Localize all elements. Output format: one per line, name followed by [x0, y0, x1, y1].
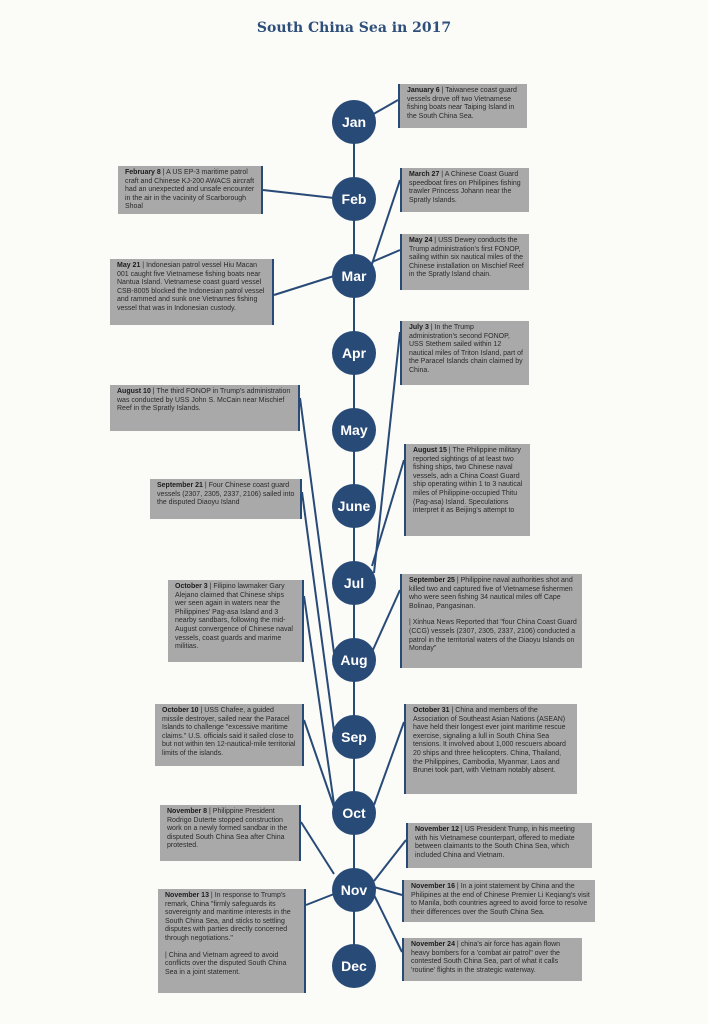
connector-line	[303, 719, 335, 808]
event-box: March 27 | A Chinese Coast Guard speedbo…	[400, 168, 529, 212]
event-text: In response to Trump's remark, China "fi…	[165, 892, 291, 942]
event-date: November 8	[167, 808, 208, 815]
event-text: In the Trump administration's second FON…	[409, 324, 523, 374]
month-node: Sep	[332, 715, 376, 759]
connector-line	[369, 99, 399, 117]
event-text: Filipino lawmaker Gary Alejano claimed t…	[175, 583, 293, 651]
event-date: May 21	[117, 262, 141, 269]
connector-line	[301, 491, 335, 732]
month-node: June	[332, 484, 376, 528]
connector-line	[373, 839, 407, 882]
connector-line	[373, 721, 405, 806]
event-text: A Chinese Coast Guard speedboat fires on…	[409, 171, 521, 204]
event-box: May 24 | USS Dewey conducts the Trump ad…	[400, 234, 529, 290]
event-extra-text: | China and Vietnam agreed to avoid conf…	[165, 951, 287, 976]
event-date: August 10	[117, 388, 151, 395]
event-text: Indonesian patrol vessel Hiu Macan 001 c…	[117, 262, 265, 312]
event-date: September 25	[409, 577, 455, 584]
month-node: Feb	[332, 177, 376, 221]
event-text: Philippine naval authorities shot and ki…	[409, 577, 573, 610]
event-box: October 31 | China and members of the As…	[404, 704, 577, 794]
month-node: Apr	[332, 331, 376, 375]
page-title: South China Sea in 2017	[256, 20, 452, 36]
event-box: October 10 | USS Chafee, a guided missil…	[155, 704, 304, 766]
event-box: August 15 | The Philippine military repo…	[404, 444, 530, 536]
event-box: November 16 | In a joint statement by Ch…	[402, 880, 595, 922]
event-text: US President Trump, in his meeting with …	[415, 826, 575, 859]
connector-line	[369, 179, 401, 271]
event-box: September 25 | Philippine naval authorit…	[400, 574, 582, 668]
event-date: March 27	[409, 171, 440, 178]
event-text: A US EP-3 maritime patrol craft and Chin…	[125, 169, 255, 211]
event-date: September 21	[157, 482, 203, 489]
event-box: August 10 | The third FONOP in Trump's a…	[110, 385, 300, 431]
event-text: The Philippine military reported sightin…	[413, 447, 523, 515]
connector-line	[273, 275, 335, 296]
connector-line	[371, 249, 401, 263]
event-date: November 12	[415, 826, 459, 833]
event-text: china's air force has again flown heavy …	[411, 941, 561, 974]
event-box: November 24 | china's air force has agai…	[402, 938, 582, 981]
event-date: May 24	[409, 237, 433, 244]
connector-line	[371, 589, 401, 653]
event-text: USS Chafee, a guided missile destroyer, …	[162, 707, 296, 757]
event-date: February 8	[125, 169, 161, 176]
event-box: November 13 | In response to Trump's rem…	[158, 889, 306, 993]
month-node: Mar	[332, 254, 376, 298]
event-box: May 21 | Indonesian patrol vessel Hiu Ma…	[110, 259, 274, 325]
event-box: January 6 | Taiwanese coast guard vessel…	[398, 84, 527, 128]
event-text: Four Chinese coast guard vessels (2307, …	[157, 482, 295, 507]
event-box: October 3 | Filipino lawmaker Gary Aleja…	[168, 580, 304, 662]
connector-line	[299, 397, 335, 654]
month-node: Jul	[332, 561, 376, 605]
event-text: The third FONOP in Trump's administratio…	[117, 388, 291, 413]
event-text: Taiwanese coast guard vessels drove off …	[407, 87, 517, 120]
event-box: July 3 | In the Trump administration's s…	[400, 321, 529, 385]
month-node: May	[332, 408, 376, 452]
event-date: October 3	[175, 583, 208, 590]
event-date: November 24	[411, 941, 455, 948]
connector-line	[303, 595, 335, 805]
event-box: September 21 | Four Chinese coast guard …	[150, 479, 302, 519]
event-date: July 3	[409, 324, 429, 331]
month-node: Oct	[332, 791, 376, 835]
connector-line	[373, 894, 403, 953]
event-date: November 16	[411, 883, 455, 890]
event-text: USS Dewey conducts the Trump administrat…	[409, 237, 524, 279]
connector-line	[262, 189, 335, 199]
event-date: October 31	[413, 707, 450, 714]
month-node: Nov	[332, 868, 376, 912]
event-date: October 10	[162, 707, 199, 714]
event-text: In a joint statement by China and the Ph…	[411, 883, 590, 916]
event-date: August 15	[413, 447, 447, 454]
connector-line	[305, 893, 335, 906]
event-box: November 8 | Philippine President Rodrig…	[160, 805, 301, 861]
month-node: Dec	[332, 944, 376, 988]
event-date: January 6	[407, 87, 440, 94]
month-node: Aug	[332, 638, 376, 682]
connector-line	[300, 821, 335, 875]
month-node: Jan	[332, 100, 376, 144]
event-text: Philippine President Rodrigo Duterte sto…	[167, 808, 288, 850]
event-box: November 12 | US President Trump, in his…	[406, 823, 592, 868]
event-text: China and members of the Association of …	[413, 707, 566, 775]
connector-line	[371, 459, 405, 567]
event-extra-text: | Xinhua News Reported that "four China …	[409, 619, 577, 653]
event-box: February 8 | A US EP-3 maritime patrol c…	[118, 166, 263, 214]
event-date: November 13	[165, 892, 209, 899]
connector-line	[373, 886, 403, 896]
connector-line	[373, 331, 401, 574]
